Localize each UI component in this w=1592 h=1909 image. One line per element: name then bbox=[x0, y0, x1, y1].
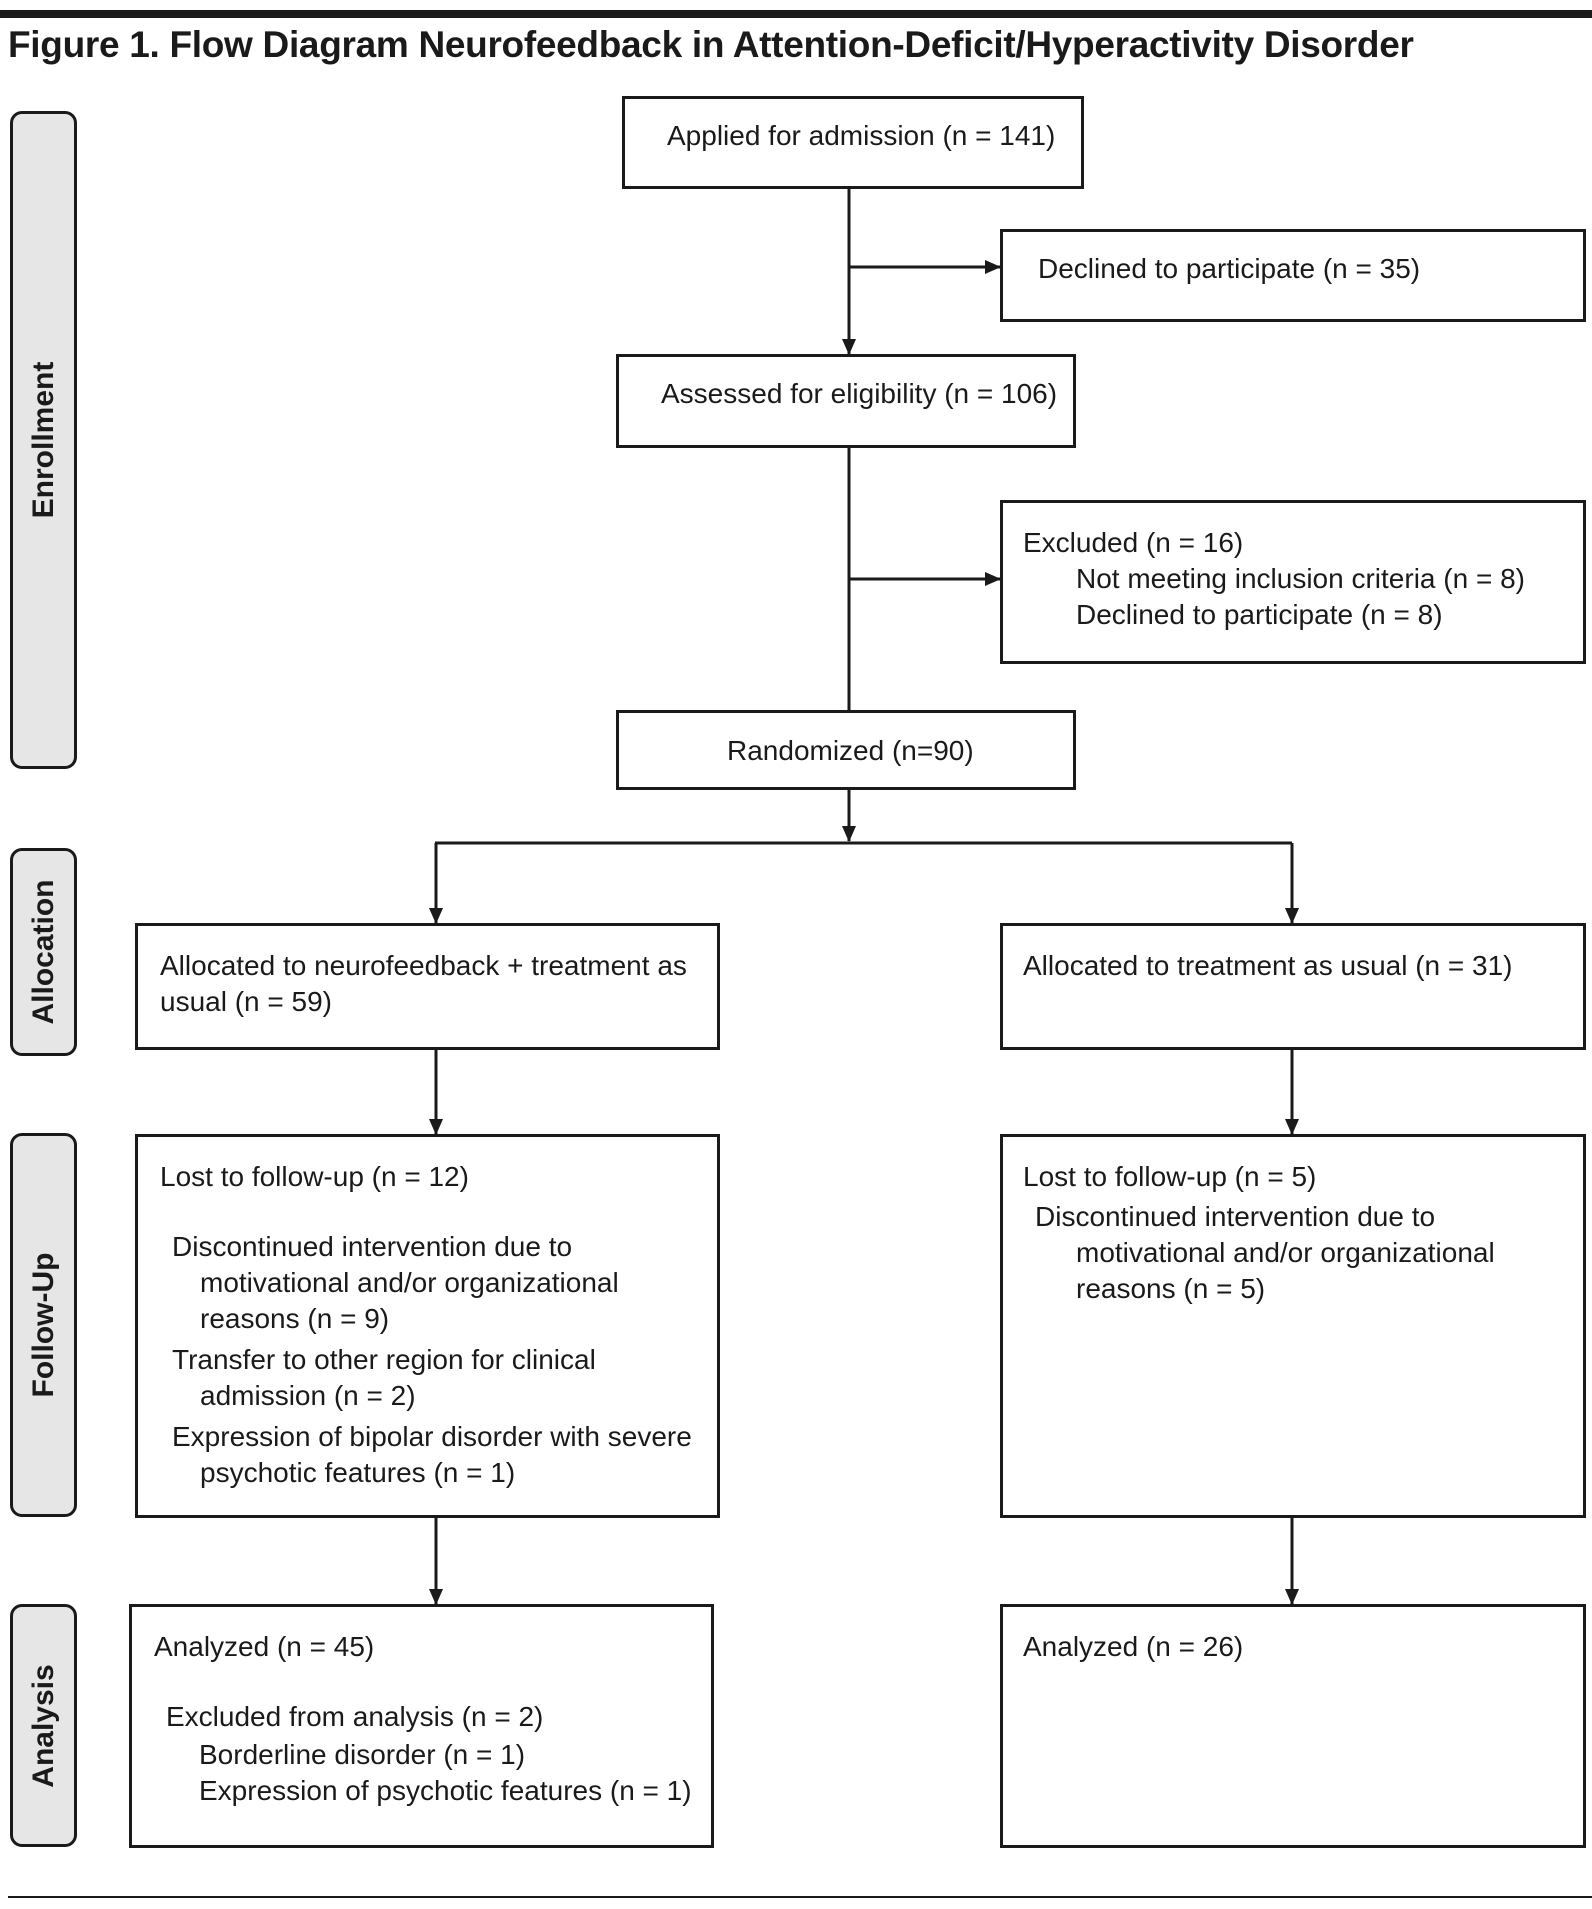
analyzed-nf-excluded: Excluded from analysis (n = 2) bbox=[166, 1701, 544, 1732]
alloc-nf-line-2: usual (n = 59) bbox=[160, 986, 332, 1017]
box-randomized: Randomized (n=90) bbox=[616, 710, 1076, 790]
phase-followup: Follow-Up bbox=[10, 1133, 77, 1517]
box-lost-nf: Lost to follow-up (n = 12) Discontinued … bbox=[135, 1134, 720, 1518]
lost-nf-reason-1b: motivational and/or organizational bbox=[200, 1267, 619, 1298]
box-excluded: Excluded (n = 16) Not meeting inclusion … bbox=[1000, 500, 1586, 664]
bottom-rule bbox=[8, 1896, 1592, 1898]
alloc-nf-line-1: Allocated to neurofeedback + treatment a… bbox=[160, 950, 687, 981]
declined-text: Declined to participate (n = 35) bbox=[1038, 253, 1421, 284]
applied-text: Applied for admission (n = 141) bbox=[667, 120, 1056, 151]
lost-nf-reason-3a: Expression of bipolar disorder with seve… bbox=[172, 1421, 692, 1452]
phase-analysis: Analysis bbox=[10, 1604, 77, 1847]
analyzed-nf-header: Analyzed (n = 45) bbox=[154, 1631, 375, 1662]
box-declined: Declined to participate (n = 35) bbox=[1000, 229, 1586, 322]
analyzed-nf-item-2: Expression of psychotic features (n = 1) bbox=[199, 1775, 692, 1806]
box-alloc-nf: Allocated to neurofeedback + treatment a… bbox=[135, 923, 720, 1050]
analyzed-tau-text: Analyzed (n = 26) bbox=[1023, 1631, 1244, 1662]
lost-tau-header: Lost to follow-up (n = 5) bbox=[1023, 1161, 1317, 1192]
box-analyzed-nf: Analyzed (n = 45) Excluded from analysis… bbox=[129, 1604, 714, 1848]
excluded-item-2: Declined to participate (n = 8) bbox=[1076, 599, 1443, 630]
alloc-tau-text: Allocated to treatment as usual (n = 31) bbox=[1023, 950, 1513, 981]
lost-nf-reason-2a: Transfer to other region for clinical bbox=[172, 1344, 596, 1375]
lost-nf-reason-1a: Discontinued intervention due to bbox=[172, 1231, 573, 1262]
randomized-text: Randomized (n=90) bbox=[727, 735, 974, 766]
top-rule bbox=[0, 10, 1592, 18]
lost-nf-reason-2b: admission (n = 2) bbox=[200, 1380, 416, 1411]
phase-allocation: Allocation bbox=[10, 848, 77, 1056]
box-lost-tau: Lost to follow-up (n = 5) Discontinued i… bbox=[1000, 1134, 1586, 1518]
lost-tau-reason-1b: motivational and/or organizational bbox=[1076, 1237, 1495, 1268]
box-analyzed-tau: Analyzed (n = 26) bbox=[1000, 1604, 1586, 1848]
box-applied: Applied for admission (n = 141) bbox=[622, 96, 1084, 189]
lost-tau-reason-1c: reasons (n = 5) bbox=[1076, 1273, 1266, 1304]
lost-nf-reason-3b: psychotic features (n = 1) bbox=[200, 1457, 516, 1488]
box-assessed: Assessed for eligibility (n = 106) bbox=[616, 354, 1076, 448]
analyzed-nf-item-1: Borderline disorder (n = 1) bbox=[199, 1739, 526, 1770]
phase-enrollment: Enrollment bbox=[10, 111, 77, 769]
lost-nf-header: Lost to follow-up (n = 12) bbox=[160, 1161, 469, 1192]
figure-title: Figure 1. Flow Diagram Neurofeedback in … bbox=[8, 24, 1414, 65]
lost-nf-reason-1c: reasons (n = 9) bbox=[200, 1303, 390, 1334]
box-alloc-tau: Allocated to treatment as usual (n = 31) bbox=[1000, 923, 1586, 1050]
excluded-item-1: Not meeting inclusion criteria (n = 8) bbox=[1076, 563, 1525, 594]
assessed-text: Assessed for eligibility (n = 106) bbox=[661, 378, 1058, 409]
lost-tau-reason-1a: Discontinued intervention due to bbox=[1035, 1201, 1436, 1232]
excluded-header: Excluded (n = 16) bbox=[1023, 527, 1244, 558]
